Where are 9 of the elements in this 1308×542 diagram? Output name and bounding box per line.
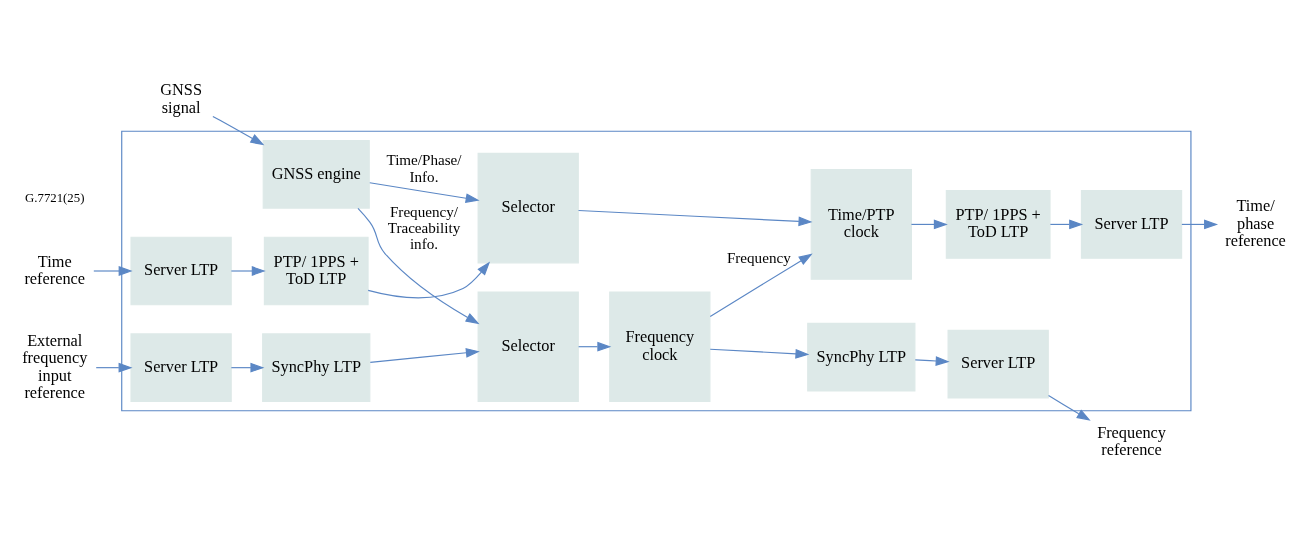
node-text: Time/ phase reference (1225, 196, 1286, 251)
edge-label: Time/Phase/ Info. (386, 152, 462, 185)
node-text: Frequency reference (1097, 422, 1166, 460)
node-text: External frequency input reference (22, 330, 88, 403)
node-text: GNSS signal (160, 80, 202, 117)
edge-label: Frequency (726, 250, 791, 267)
edge-label: Frequency/ Traceability info. (387, 203, 461, 253)
label: G.7721(25) (25, 191, 85, 206)
node-text: Time reference (24, 251, 86, 289)
